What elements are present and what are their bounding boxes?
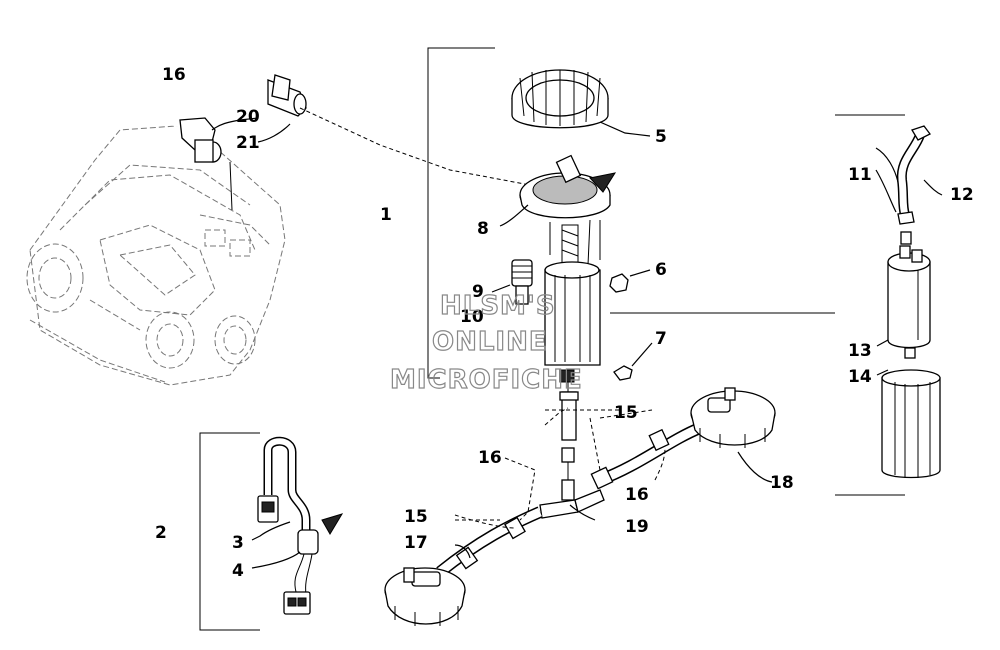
watermark: HLSM'S ONLINE MICROFICHE [389, 290, 583, 395]
clamp-20-21 [179, 117, 233, 211]
center-hose [559, 382, 579, 501]
callout-21: 21 [236, 133, 260, 153]
callout-1: 1 [380, 205, 392, 225]
callout-12: 12 [950, 185, 974, 205]
callout-3: 3 [232, 533, 244, 553]
callout-13: 13 [848, 341, 872, 361]
clip-7 [613, 342, 653, 381]
callout-15-left: 15 [404, 507, 428, 527]
nut-6 [609, 269, 651, 293]
callout-20: 20 [236, 107, 260, 127]
callout-5: 5 [655, 127, 667, 147]
callout-6: 6 [655, 260, 667, 280]
hose-to-left-pickup [436, 506, 543, 577]
watermark-line-1: HLSM'S [440, 291, 556, 321]
watermark-line-2: ONLINE [432, 327, 548, 357]
pump-detail-bracket [835, 114, 905, 496]
pickup-18 [690, 387, 776, 483]
watermark-line-3: MICROFICHE [390, 365, 583, 395]
routing-line [299, 107, 531, 186]
callout-16-right: 16 [625, 485, 649, 505]
callout-18: 18 [770, 473, 794, 493]
assembly-1-bracket [427, 47, 835, 379]
pump-detail-parts [875, 125, 943, 479]
callout-15-right: 15 [614, 403, 638, 423]
wiring-assembly-2 [199, 432, 344, 631]
callout-2: 2 [155, 523, 167, 543]
callout-17: 17 [404, 533, 428, 553]
tee-fitting-19 [539, 489, 605, 519]
callout-19: 19 [625, 517, 649, 537]
callout-10: 10 [460, 307, 484, 327]
pump-body [544, 261, 601, 383]
callout-16-top: 16 [162, 65, 186, 85]
callout-8: 8 [477, 219, 489, 239]
callout-14: 14 [848, 367, 872, 387]
callout-labels: 16 20 21 1 5 8 6 9 10 7 11 12 13 14 15 1… [155, 65, 974, 581]
lock-ring-5 [511, 69, 651, 137]
callout-11: 11 [848, 165, 872, 185]
fitting-9-10 [491, 259, 533, 305]
engine-outline [26, 124, 286, 386]
callout-9: 9 [472, 282, 484, 302]
hose-to-right-pickup [590, 422, 703, 490]
callout-4: 4 [232, 561, 244, 581]
fuel-hose-16-upper [95, 35, 307, 129]
pump-flange-8 [499, 154, 617, 266]
pickup-17 [384, 567, 466, 626]
callout-7: 7 [655, 329, 667, 349]
leader-lines [211, 117, 666, 559]
callout-16-center: 16 [478, 448, 502, 468]
